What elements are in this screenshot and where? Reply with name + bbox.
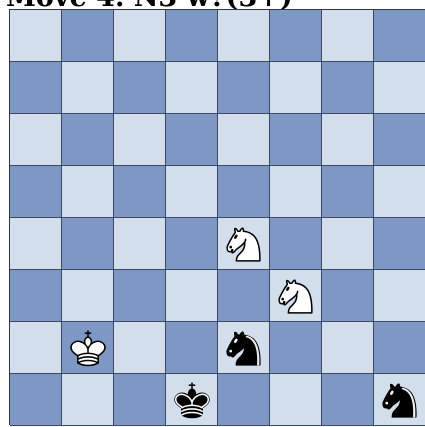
square-f3[interactable] — [270, 270, 322, 322]
square-d6[interactable] — [166, 114, 218, 166]
square-b3[interactable] — [62, 270, 114, 322]
square-g4[interactable] — [322, 218, 374, 270]
square-a7[interactable] — [10, 62, 62, 114]
square-g2[interactable] — [322, 322, 374, 374]
square-g7[interactable] — [322, 62, 374, 114]
square-h2[interactable] — [374, 322, 425, 374]
square-b6[interactable] — [62, 114, 114, 166]
square-h3[interactable] — [374, 270, 425, 322]
square-c8[interactable] — [114, 10, 166, 62]
square-h4[interactable] — [374, 218, 425, 270]
square-g8[interactable] — [322, 10, 374, 62]
square-d1[interactable] — [166, 374, 218, 426]
square-a1[interactable] — [10, 374, 62, 426]
black-knight-icon[interactable] — [377, 377, 423, 423]
square-b2[interactable] — [62, 322, 114, 374]
square-a5[interactable] — [10, 166, 62, 218]
square-c5[interactable] — [114, 166, 166, 218]
square-b7[interactable] — [62, 62, 114, 114]
square-d8[interactable] — [166, 10, 218, 62]
square-g3[interactable] — [322, 270, 374, 322]
square-c3[interactable] — [114, 270, 166, 322]
square-e7[interactable] — [218, 62, 270, 114]
square-g6[interactable] — [322, 114, 374, 166]
white-knight-icon[interactable] — [221, 221, 267, 267]
square-h1[interactable] — [374, 374, 425, 426]
square-d4[interactable] — [166, 218, 218, 270]
square-c7[interactable] — [114, 62, 166, 114]
square-d7[interactable] — [166, 62, 218, 114]
square-h8[interactable] — [374, 10, 425, 62]
chess-board[interactable] — [9, 9, 425, 425]
square-c1[interactable] — [114, 374, 166, 426]
square-g5[interactable] — [322, 166, 374, 218]
square-g1[interactable] — [322, 374, 374, 426]
square-h5[interactable] — [374, 166, 425, 218]
white-king-icon[interactable] — [65, 325, 111, 371]
square-b5[interactable] — [62, 166, 114, 218]
square-b4[interactable] — [62, 218, 114, 270]
move-caption: Move 4. N3 w?(3+) — [6, 0, 424, 9]
square-e5[interactable] — [218, 166, 270, 218]
square-e2[interactable] — [218, 322, 270, 374]
square-f5[interactable] — [270, 166, 322, 218]
square-d2[interactable] — [166, 322, 218, 374]
square-f1[interactable] — [270, 374, 322, 426]
square-e8[interactable] — [218, 10, 270, 62]
square-f4[interactable] — [270, 218, 322, 270]
square-a4[interactable] — [10, 218, 62, 270]
square-b8[interactable] — [62, 10, 114, 62]
square-h7[interactable] — [374, 62, 425, 114]
black-king-icon[interactable] — [169, 377, 215, 423]
square-a6[interactable] — [10, 114, 62, 166]
square-h6[interactable] — [374, 114, 425, 166]
square-a8[interactable] — [10, 10, 62, 62]
square-f8[interactable] — [270, 10, 322, 62]
square-c2[interactable] — [114, 322, 166, 374]
square-d3[interactable] — [166, 270, 218, 322]
square-a3[interactable] — [10, 270, 62, 322]
white-knight-icon[interactable] — [273, 273, 319, 319]
square-b1[interactable] — [62, 374, 114, 426]
square-d5[interactable] — [166, 166, 218, 218]
square-a2[interactable] — [10, 322, 62, 374]
square-e3[interactable] — [218, 270, 270, 322]
square-f7[interactable] — [270, 62, 322, 114]
black-knight-icon[interactable] — [221, 325, 267, 371]
square-c4[interactable] — [114, 218, 166, 270]
square-e4[interactable] — [218, 218, 270, 270]
square-f6[interactable] — [270, 114, 322, 166]
square-e1[interactable] — [218, 374, 270, 426]
square-e6[interactable] — [218, 114, 270, 166]
square-f2[interactable] — [270, 322, 322, 374]
square-c6[interactable] — [114, 114, 166, 166]
